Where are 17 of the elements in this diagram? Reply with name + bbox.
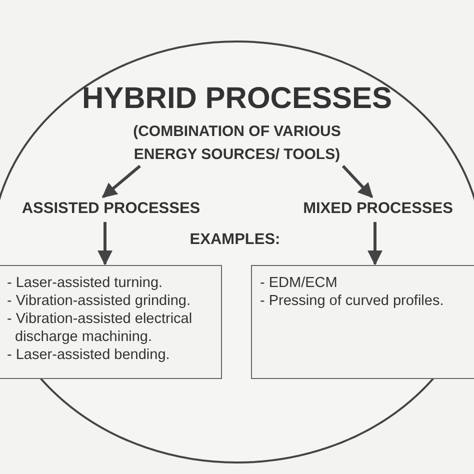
examples-box [0, 265, 222, 379]
list-item: - Vibration-assisted grinding. [7, 292, 192, 310]
list-item: - EDM/ECM [260, 274, 338, 292]
examples-box [251, 265, 474, 379]
arrow [102, 164, 141, 198]
title-text: HYBRID PROCESSES [80, 82, 394, 116]
category-heading: ASSISTED PROCESSES [20, 200, 202, 218]
list-item: - Vibration-assisted electrical discharge machining. [7, 310, 194, 346]
arrow [98, 222, 112, 266]
examples-label: EXAMPLES: [188, 231, 282, 249]
arrow [368, 222, 382, 266]
list-item: - Laser-assisted turning. [7, 274, 164, 292]
category-heading: MIXED PROCESSES [302, 200, 454, 218]
list-item: - Pressing of curved profiles. [260, 292, 445, 310]
arrow [342, 164, 374, 198]
list-item: - Laser-assisted bending. [7, 346, 171, 364]
subtitle-text: (COMBINATION OF VARIOUS ENERGY SOURCES/ TOOLS) [132, 122, 342, 165]
